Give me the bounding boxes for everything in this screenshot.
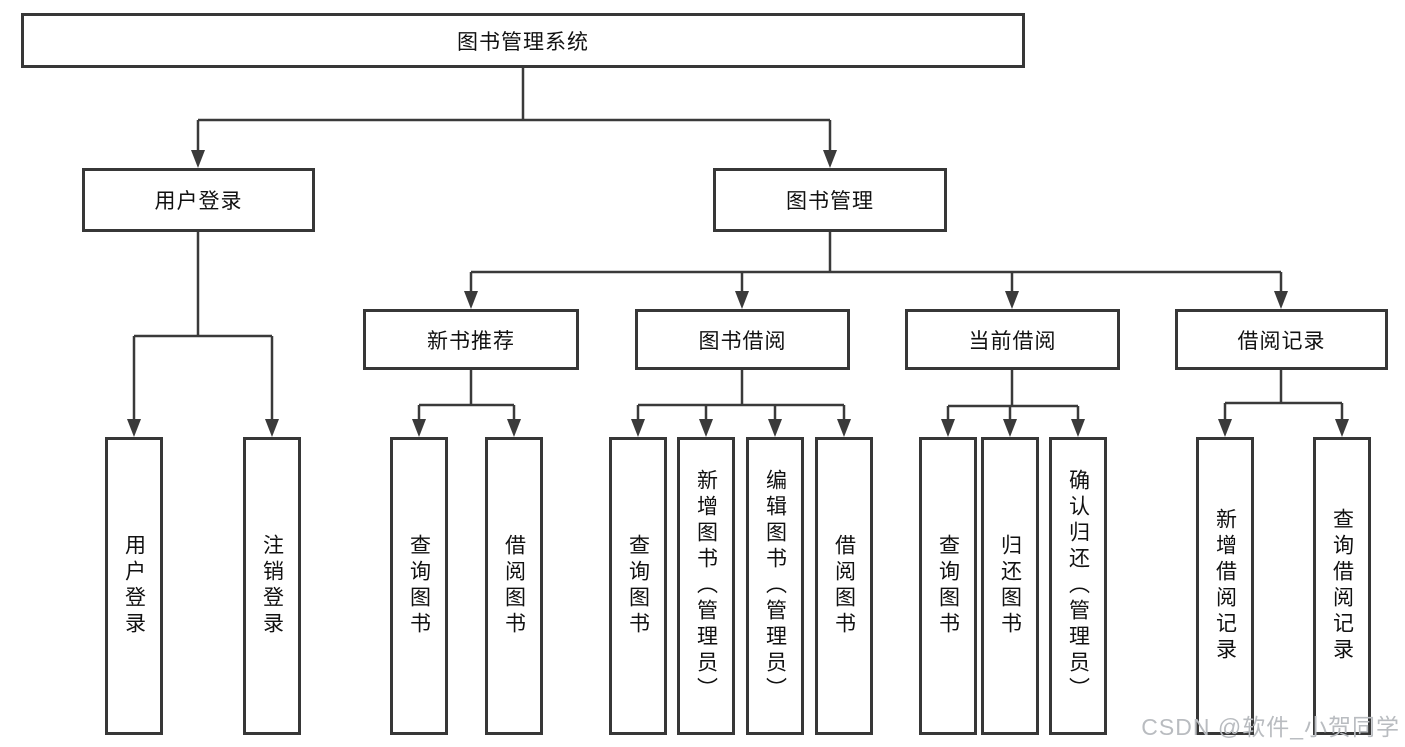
leaf-confirm-return-admin-label: 确认归还（管理员） xyxy=(1066,469,1090,703)
leaf-query-books-3: 查询图书 xyxy=(919,437,977,735)
leaf-borrow-books-1-label: 借阅图书 xyxy=(502,534,526,638)
leaf-query-borrow-record-label: 查询借阅记录 xyxy=(1330,508,1354,664)
leaf-return-books-label: 归还图书 xyxy=(998,534,1022,638)
node-book-borrow: 图书借阅 xyxy=(635,309,850,370)
leaf-return-books: 归还图书 xyxy=(981,437,1039,735)
node-current-borrow-label: 当前借阅 xyxy=(968,329,1057,353)
node-current-borrow: 当前借阅 xyxy=(905,309,1120,370)
leaf-query-books-2: 查询图书 xyxy=(609,437,667,735)
csdn-watermark: CSDN @软件_小贺同学 xyxy=(1141,714,1400,740)
node-user-login-label: 用户登录 xyxy=(154,190,243,213)
node-borrow-records: 借阅记录 xyxy=(1175,309,1388,370)
leaf-query-books-1-label: 查询图书 xyxy=(407,534,431,638)
leaf-query-books-1: 查询图书 xyxy=(390,437,448,735)
leaf-logout: 注销登录 xyxy=(243,437,301,735)
node-root: 图书管理系统 xyxy=(21,13,1025,68)
leaf-user-login: 用户登录 xyxy=(105,437,163,735)
leaf-add-books-admin-label: 新增图书（管理员） xyxy=(694,469,718,703)
leaf-query-borrow-record: 查询借阅记录 xyxy=(1313,437,1371,735)
node-book-management-label: 图书管理 xyxy=(786,190,874,213)
leaf-edit-books-admin: 编辑图书（管理员） xyxy=(746,437,804,735)
node-book-management: 图书管理 xyxy=(713,168,947,232)
leaf-add-books-admin: 新增图书（管理员） xyxy=(677,437,735,735)
node-new-book-recommend-label: 新书推荐 xyxy=(427,329,515,353)
leaf-user-login-label: 用户登录 xyxy=(122,534,146,638)
leaf-borrow-books-2: 借阅图书 xyxy=(815,437,873,735)
node-user-login: 用户登录 xyxy=(82,168,315,232)
leaf-confirm-return-admin: 确认归还（管理员） xyxy=(1049,437,1107,735)
arrowheads xyxy=(127,150,1349,437)
leaf-query-books-2-label: 查询图书 xyxy=(626,534,650,638)
leaf-borrow-books-2-label: 借阅图书 xyxy=(832,534,856,638)
leaf-edit-books-admin-label: 编辑图书（管理员） xyxy=(763,469,787,703)
leaf-add-borrow-record-label: 新增借阅记录 xyxy=(1213,508,1237,664)
leaf-borrow-books-1: 借阅图书 xyxy=(485,437,543,735)
node-new-book-recommend: 新书推荐 xyxy=(363,309,579,370)
node-book-borrow-label: 图书借阅 xyxy=(698,329,787,353)
node-borrow-records-label: 借阅记录 xyxy=(1237,329,1326,353)
leaf-logout-label: 注销登录 xyxy=(260,534,284,638)
leaf-query-books-3-label: 查询图书 xyxy=(936,534,960,638)
leaf-add-borrow-record: 新增借阅记录 xyxy=(1196,437,1254,735)
node-root-label: 图书管理系统 xyxy=(457,30,589,54)
